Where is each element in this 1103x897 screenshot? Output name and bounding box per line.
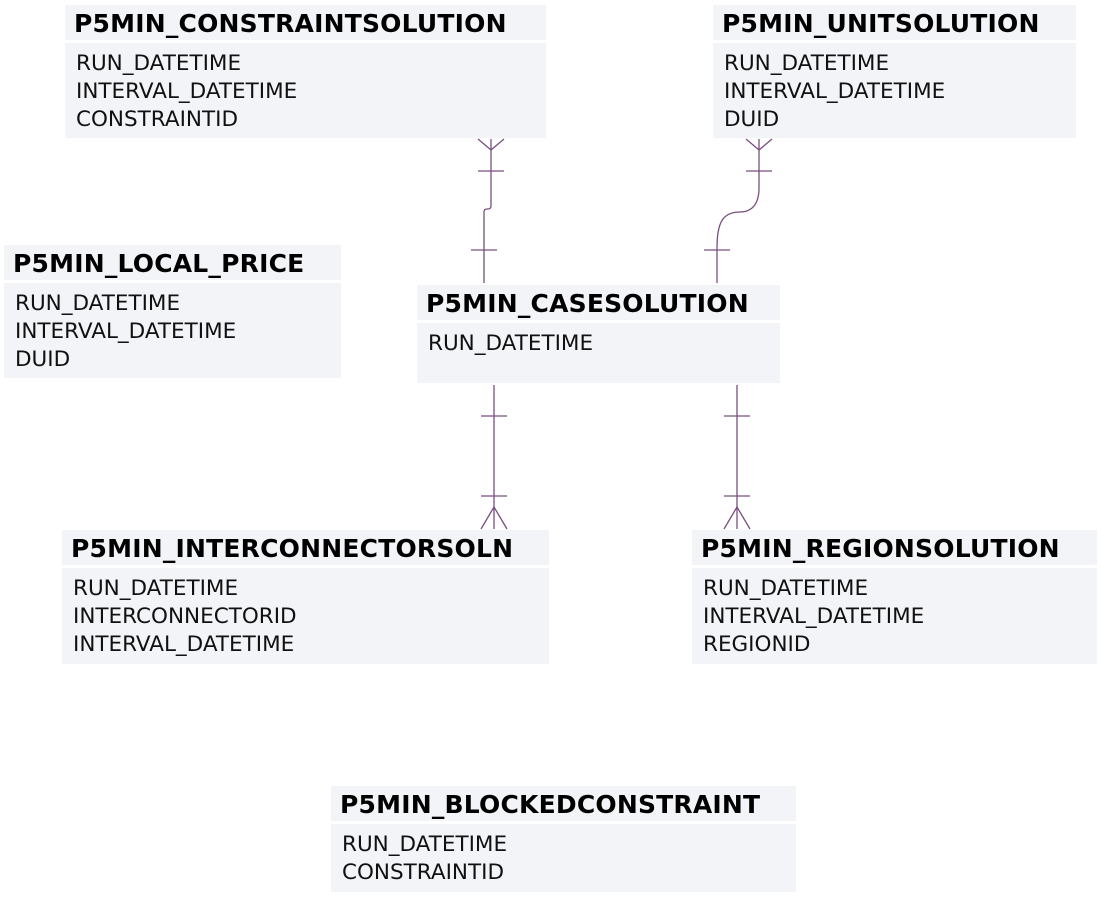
entity-p5min-unitsolution[interactable]: P5MIN_UNITSOLUTION RUN_DATETIME INTERVAL… — [713, 5, 1076, 138]
column-name: INTERVAL_DATETIME — [724, 79, 946, 104]
column-name: RUN_DATETIME — [342, 832, 508, 857]
entity-p5min-interconnectorsoln[interactable]: P5MIN_INTERCONNECTORSOLN RUN_DATETIME IN… — [62, 530, 549, 664]
entity-title: P5MIN_CONSTRAINTSOLUTION — [65, 5, 546, 43]
link-casesolution-unitsolution — [704, 138, 773, 283]
column-name: INTERVAL_DATETIME — [15, 319, 237, 344]
column-name: INTERVAL_DATETIME — [76, 79, 298, 104]
entity-title: P5MIN_INTERCONNECTORSOLN — [62, 530, 549, 568]
entity-title: P5MIN_BLOCKEDCONSTRAINT — [331, 786, 796, 824]
column-name: DUID — [15, 347, 71, 372]
column-name: RUN_DATETIME — [73, 576, 239, 601]
column-name: RUN_DATETIME — [15, 291, 181, 316]
entity-p5min-blockedconstraint[interactable]: P5MIN_BLOCKEDCONSTRAINT RUN_DATETIME CON… — [331, 786, 796, 892]
column-name: INTERCONNECTORID — [73, 604, 297, 629]
entity-p5min-casesolution[interactable]: P5MIN_CASESOLUTION RUN_DATETIME — [417, 285, 780, 383]
column-name: DUID — [724, 107, 780, 132]
column-name: RUN_DATETIME — [703, 576, 869, 601]
entity-title: P5MIN_CASESOLUTION — [417, 285, 780, 323]
column-name: INTERVAL_DATETIME — [73, 632, 295, 657]
entity-title: P5MIN_LOCAL_PRICE — [4, 245, 341, 283]
link-casesolution-regionsolution — [723, 385, 751, 530]
column-name: RUN_DATETIME — [724, 51, 890, 76]
column-name: REGIONID — [703, 632, 811, 657]
column-name: RUN_DATETIME — [428, 331, 594, 356]
link-casesolution-interconnectorsoln — [480, 385, 508, 530]
link-casesolution-constraintsolution — [471, 138, 505, 283]
entity-p5min-regionsolution[interactable]: P5MIN_REGIONSOLUTION RUN_DATETIME INTERV… — [692, 530, 1097, 664]
column-name: INTERVAL_DATETIME — [703, 604, 925, 629]
column-name: RUN_DATETIME — [76, 51, 242, 76]
column-name: CONSTRAINTID — [76, 107, 239, 132]
entity-title: P5MIN_UNITSOLUTION — [713, 5, 1076, 43]
column-name: CONSTRAINTID — [342, 860, 505, 885]
entity-p5min-local-price[interactable]: P5MIN_LOCAL_PRICE RUN_DATETIME INTERVAL_… — [4, 245, 341, 378]
entity-title: P5MIN_REGIONSOLUTION — [692, 530, 1097, 568]
entity-p5min-constraintsolution[interactable]: P5MIN_CONSTRAINTSOLUTION RUN_DATETIME IN… — [65, 5, 546, 138]
